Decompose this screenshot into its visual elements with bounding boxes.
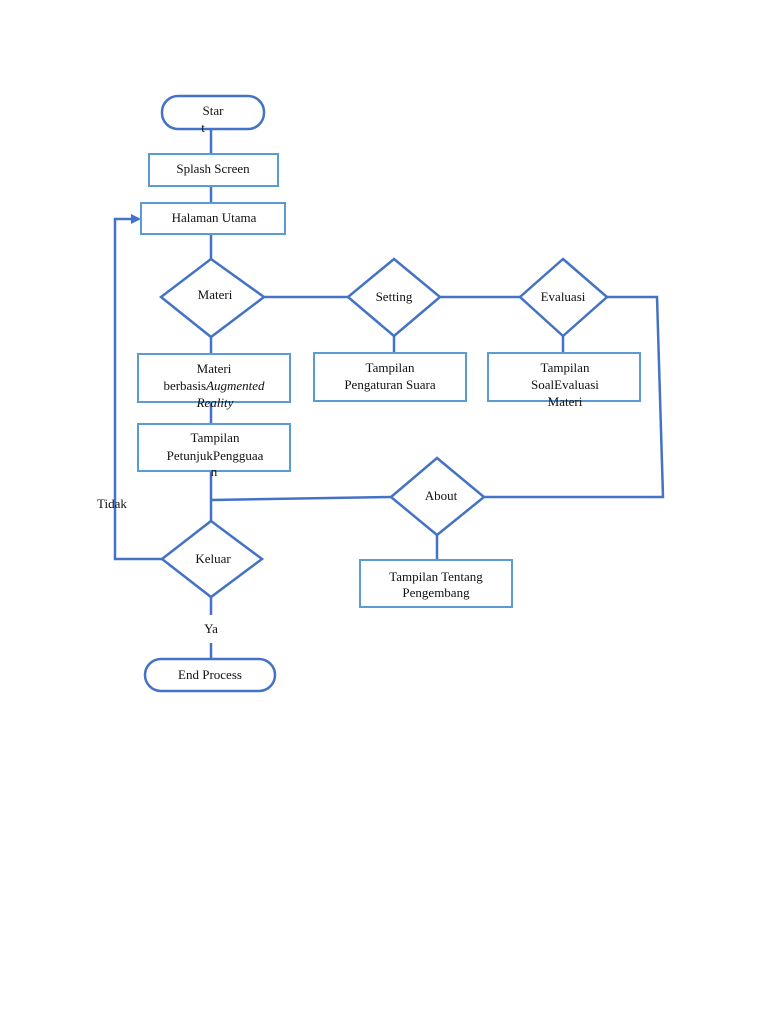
setting-decision-label: Setting [376,289,413,304]
pengaturan-suara-line2: Pengaturan Suara [344,377,436,392]
pengaturan-suara-box: Tampilan Pengaturan Suara [313,352,467,402]
tentang-pengembang-box: Tampilan Tentang Pengembang [359,559,513,608]
end-process-label: End Process [178,667,242,682]
connectors [113,129,665,659]
edge-about-join [210,495,392,502]
evaluasi-decision-label: Evaluasi [541,289,586,304]
evaluasi-decision: Evaluasi [518,257,609,338]
tentang-pengembang-line2: Pengembang [402,585,470,600]
petunjuk-box: Tampilan PetunjukPengguaa n [137,423,291,479]
keluar-decision-label: Keluar [195,551,231,566]
materi-ar-line3: Reality [196,395,234,410]
setting-decision: Setting [346,257,442,338]
soal-evaluasi-line3: Materi [548,394,583,409]
materi-ar-line2: berbasisAugmented [163,378,265,393]
tidak-label: Tidak [97,496,127,511]
ya-label: Ya [204,621,218,636]
keluar-decision: Keluar [159,519,265,599]
soal-evaluasi-line1: Tampilan [541,360,590,375]
materi-decision: Materi [158,257,267,339]
edge-evaluasi-about [484,295,665,499]
materi-ar-line1: Materi [197,361,232,376]
start-label-line2: t [201,120,205,135]
splash-screen-box: Splash Screen [148,153,279,187]
materi-decision-label: Materi [198,287,233,302]
start-terminator: Star t [160,94,266,135]
splash-screen-label: Splash Screen [176,161,250,176]
tentang-pengembang-line1: Tampilan Tentang [389,569,483,584]
halaman-utama-label: Halaman Utama [172,210,257,225]
end-terminator: End Process [143,657,277,693]
soal-evaluasi-box: Tampilan SoalEvaluasi Materi [487,352,641,409]
petunjuk-line2: PetunjukPengguaa [167,448,264,463]
materi-ar-box: Materi berbasisAugmented Reality [137,353,291,410]
petunjuk-line3: n [211,464,218,479]
soal-evaluasi-line2: SoalEvaluasi [531,377,599,392]
about-decision-label: About [425,488,458,503]
edge-keluar-tidak-loop [113,214,162,561]
pengaturan-suara-line1: Tampilan [366,360,415,375]
petunjuk-line1: Tampilan [191,430,240,445]
start-label-line1: Star [203,103,225,118]
halaman-utama-box: Halaman Utama [140,202,286,235]
about-decision: About [389,456,486,537]
